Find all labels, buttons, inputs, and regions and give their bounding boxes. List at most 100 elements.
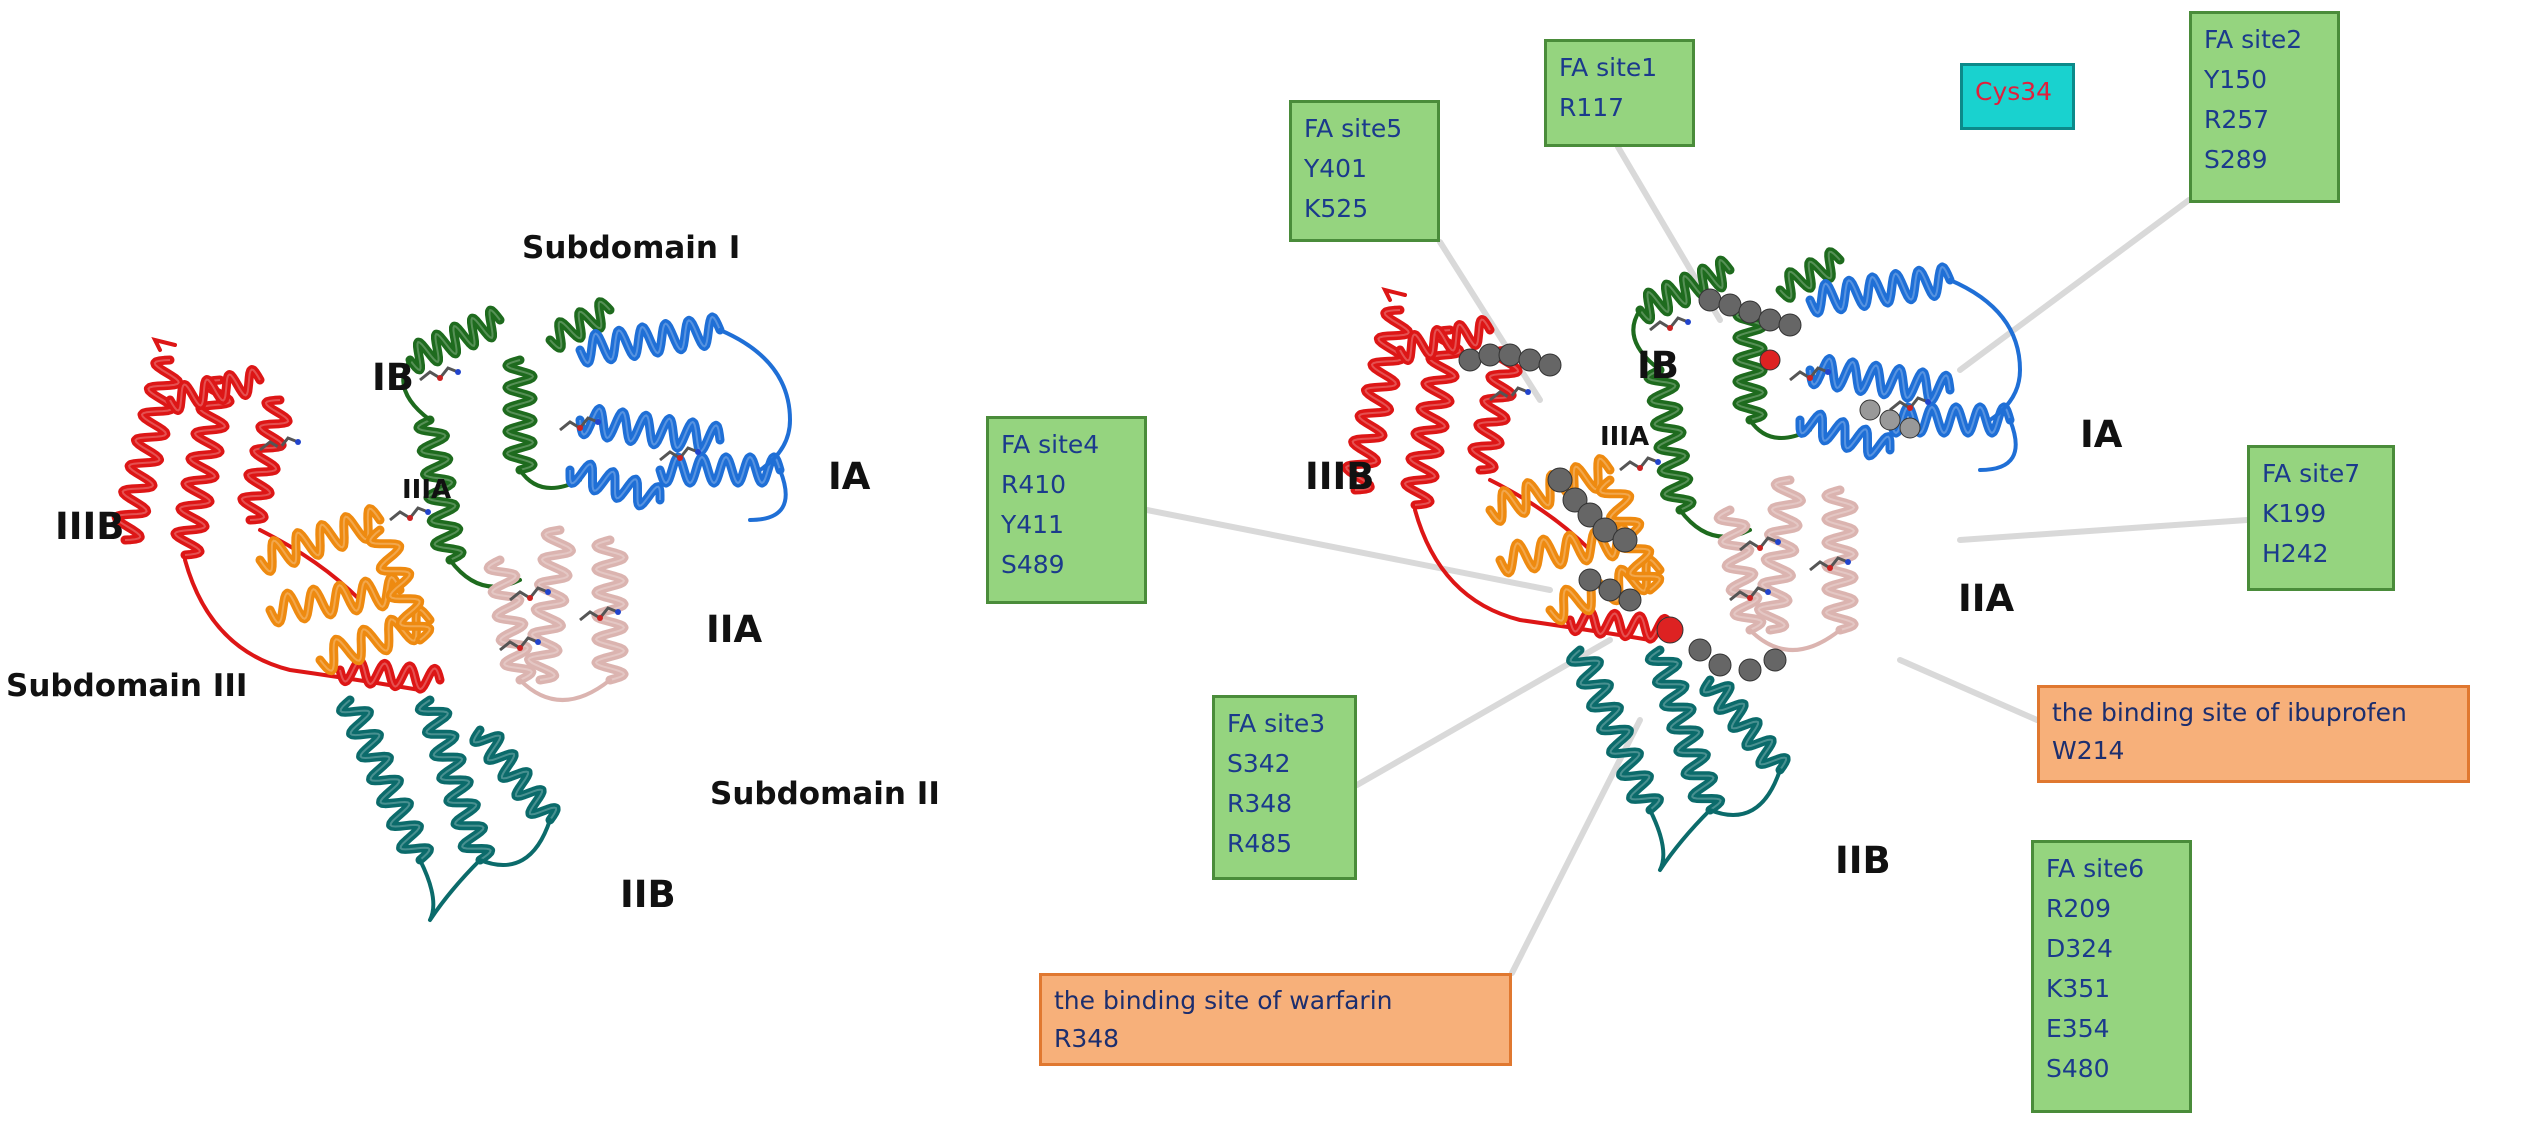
left-ib-helix [405,305,505,375]
left-residue-stick-oxygen [407,515,413,521]
right-fa-ligand-sphere [1618,588,1642,612]
fa-site5-box: FA site5 Y401 K525 [1289,100,1440,242]
ibuprofen-connector [1897,657,2040,723]
right-ia-helix-highlight [1799,413,1891,457]
right-fa-ligand [1698,288,1802,337]
right-ib-helix [1635,255,1735,325]
right-residue-stick-nitrogen [1845,559,1851,565]
right-iiib-helix [1395,315,1495,365]
right-fa-ligand-sphere [1612,527,1638,553]
fa-site4-residue: S489 [1001,550,1065,579]
right-fa-ligand [1578,568,1642,612]
left-residue-stick-oxygen [277,445,283,451]
right-fa-ligand-sphere [1763,648,1787,672]
left-iiia-helix [315,604,435,676]
right-domain-iia-label: IIA [1958,577,2015,620]
right-residue-stick-nitrogen [1775,539,1781,545]
warfarin-site-residue: R348 [1054,1024,1120,1053]
right-fa-ligand-sphere [1478,343,1502,367]
fa-site4-box: FA site4 R410 Y411 S489 [986,416,1147,604]
warfarin-site-title: the binding site of warfarin [1054,986,1393,1015]
left-iia-helix [524,525,576,685]
right-fa-ligand [1688,638,1787,682]
right-fa-ligand-sphere [1738,300,1762,324]
right-residue-sticks [1489,316,1931,602]
right-fa-ligand-sphere [1578,568,1602,592]
right-ia-helix-highlight [1809,265,1951,315]
right-iiia-helix [1485,454,1615,526]
right-iiib-helix [1467,345,1523,475]
left-iia-helix [483,555,537,685]
left-ib-helix-highlight [416,419,464,561]
fa-site4-residue: R410 [1001,470,1067,499]
fa-site2-box: FA site2 Y150 R257 S289 [2189,11,2340,203]
fa-site7-residue: H242 [2262,539,2329,568]
left-iiia-helix-highlight [259,507,381,573]
left-residue-stick-nitrogen [455,369,461,375]
left-iiia-helix [265,572,405,628]
right-fa-ligand-sphere [1562,487,1588,513]
left-protein [111,297,793,922]
left-residue-stick [579,606,621,622]
left-iiia-helix [255,504,385,576]
ligand-molecules [1458,288,1921,682]
right-iia-helix-highlight [1717,509,1763,631]
left-domain-ib-label: IB [372,356,414,399]
right-residue-stick-nitrogen [1825,369,1831,375]
right-oxygen-ligand-sphere [1759,349,1781,371]
right-iiib-helix-highlight [1345,309,1410,491]
fa-site3-residue: S342 [1227,749,1291,778]
fa-site6-residue: E354 [2046,1014,2110,1043]
right-iiib-helix [1341,305,1414,495]
right-residue-stick [1729,586,1771,602]
right-residue-stick [1619,456,1661,472]
right-fa-ligand-sphere [1698,288,1722,312]
right-residue-stick-nitrogen [1655,459,1661,465]
cys34-text: Cys34 [1975,77,2053,106]
left-iib-helix-highlight [472,729,558,821]
right-ib-helix-highlight [1639,258,1731,322]
subdomain-i-label: Subdomain I [522,230,741,266]
right-residue-stick-nitrogen [1925,399,1931,405]
left-iiib-helix-highlight [169,368,261,412]
left-iib-helix-highlight [418,699,492,861]
left-iiib-helix-highlight [240,399,290,521]
left-iiia-helix [365,525,435,645]
fa-site6-residue: S480 [2046,1054,2110,1083]
left-ia-loop [718,328,793,522]
fa-site6-residue: D324 [2046,934,2113,963]
left-residue-stick-nitrogen [595,419,601,425]
fa-site4-title: FA site4 [1001,430,1100,459]
left-iiib-helix [111,355,184,545]
right-iib-helix [1699,675,1791,775]
fa-site6-title: FA site6 [2046,854,2145,883]
left-residue-stick-nitrogen [695,449,701,455]
left-iib-helix [469,725,561,825]
right-residue-stick [1789,366,1831,382]
left-iiia-helix-highlight [269,576,401,624]
right-residue-stick [1739,536,1781,552]
fa-site2-title: FA site2 [2204,25,2303,54]
ibuprofen-site-residue: W214 [2052,736,2125,765]
right-iia-helix [1754,475,1806,635]
left-iia-helix-highlight [487,559,533,681]
right-ia-loop [1948,278,2023,472]
left-residue-stick-nitrogen [295,439,301,445]
left-ib-helix-highlight [409,308,501,372]
left-iiib-helix [165,365,265,415]
right-domain-ib-label: IB [1637,344,1679,387]
left-ib-helix [545,297,615,353]
right-fa-ligand-sphere [1518,348,1542,372]
right-residue-stick-oxygen [1507,395,1513,401]
right-iia-loop [1748,628,1842,652]
cys34-label: Cys34 [1960,63,2075,130]
right-ia-helix-highlight [1809,357,1951,403]
left-residue-stick [509,586,551,602]
right-ib-helix-highlight [1735,309,1765,421]
right-residue-stick-nitrogen [1525,389,1531,395]
right-iib-helix-highlight [1648,649,1722,811]
fa-site5-residue: K525 [1304,194,1369,223]
fa-site1-title: FA site1 [1559,53,1658,82]
left-residue-stick-oxygen [517,645,523,651]
